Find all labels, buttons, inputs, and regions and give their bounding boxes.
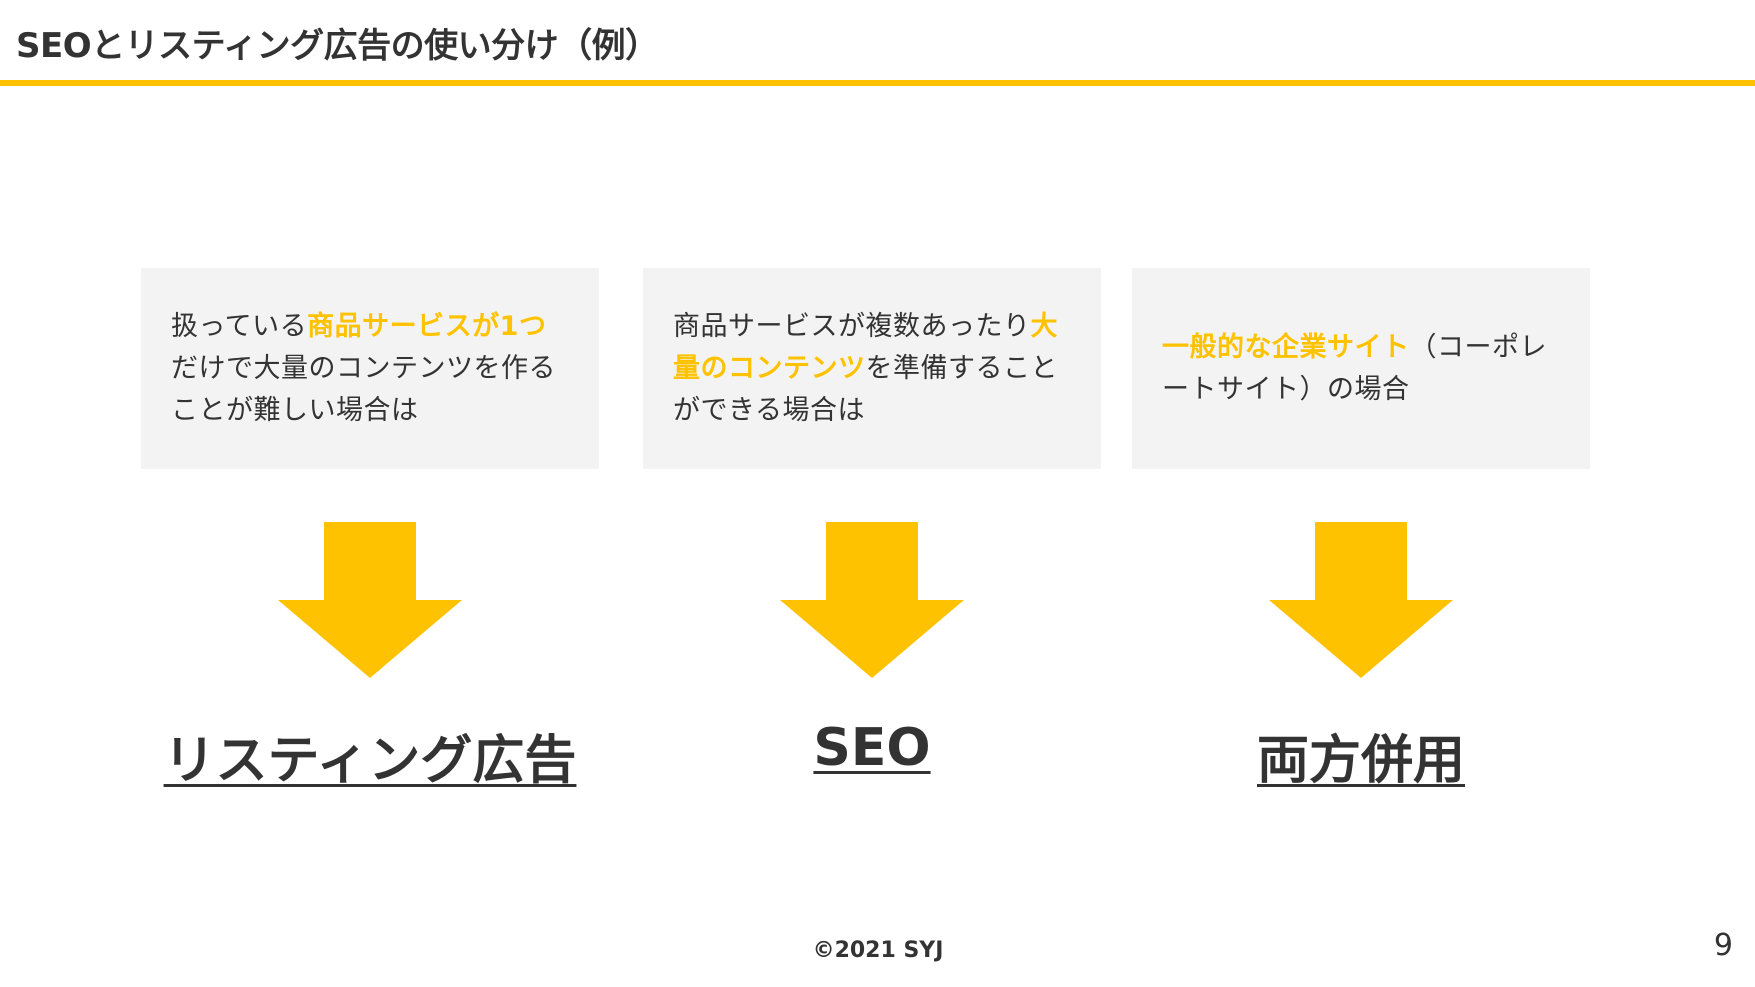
down-arrow-icon [780,522,964,678]
case-text-segment: だけで大量のコンテンツを作ることが難しい場合は [171,352,556,426]
case-text-segment: 扱っている [171,310,308,342]
case-text-highlight: 大量のコンテンツ [673,310,1058,384]
result-label-seo: SEO [813,718,931,778]
down-arrow-icon [278,522,462,678]
case-text: 扱っている商品サービスが1つだけで大量のコンテンツを作ることが難しい場合は [171,306,569,432]
case-text: 一般的な企業サイト（コーポレートサイト）の場合 [1162,327,1560,411]
case-text-segment: を準備することができる場合は [673,352,1058,426]
case-box-seo: 商品サービスが複数あったり大量のコンテンツを準備することができる場合は [643,268,1101,469]
title-underline-rule [0,80,1755,86]
case-text-segment: （コーポレートサイト）の場合 [1162,331,1547,405]
case-text-highlight: 商品サービスが1つ [307,310,547,342]
down-arrow-icon [1269,522,1453,678]
case-box-both: 一般的な企業サイト（コーポレートサイト）の場合 [1132,268,1590,469]
case-text-highlight: 一般的な企業サイト [1162,331,1410,363]
case-text: 商品サービスが複数あったり大量のコンテンツを準備することができる場合は [673,306,1071,432]
result-label-listing: リスティング広告 [163,731,577,791]
copyright-footer: ©2021 SYJ [812,938,944,963]
case-box-listing: 扱っている商品サービスが1つだけで大量のコンテンツを作ることが難しい場合は [141,268,599,469]
slide-title: SEOとリスティング広告の使い分け（例） [16,26,659,66]
page-number: 9 [1713,928,1733,963]
case-text-segment: 商品サービスが複数あったり [673,310,1031,342]
result-label-both: 両方併用 [1256,731,1466,791]
